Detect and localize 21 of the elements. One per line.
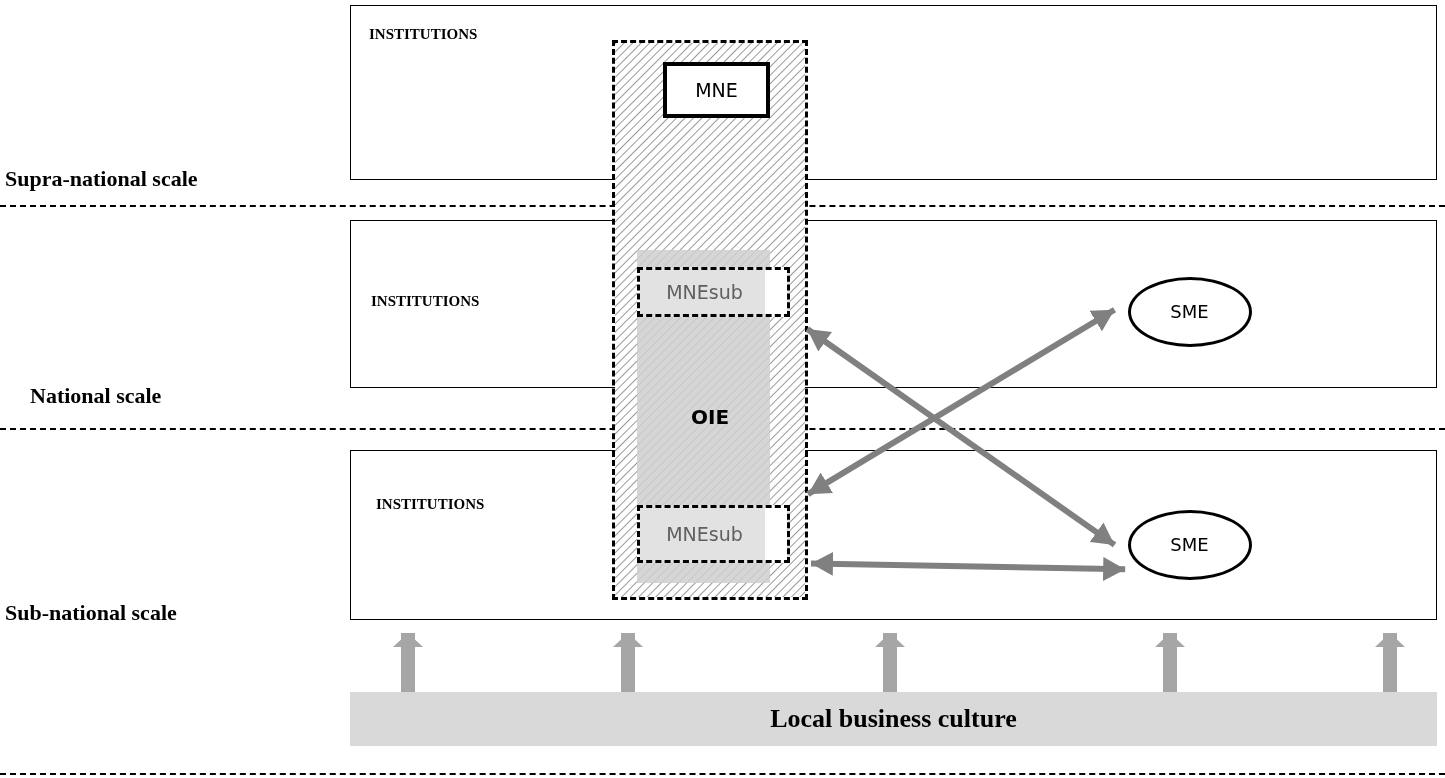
- band-label: INSTITUTIONS: [376, 496, 485, 513]
- scale-label: Sub-national scale: [5, 600, 177, 626]
- scale-label: National scale: [30, 383, 162, 409]
- arrow: [805, 326, 1117, 548]
- base-bar: Local business culture: [350, 692, 1437, 746]
- entity-ellipse: SME: [1127, 509, 1252, 580]
- entity-box: MNE: [663, 62, 770, 118]
- arrow: [1375, 633, 1405, 692]
- band-label: INSTITUTIONS: [371, 293, 480, 310]
- subsidiary-box: MNEsub: [637, 267, 790, 317]
- arrow: [806, 307, 1117, 497]
- arrow: [810, 551, 1126, 581]
- subsidiary-box: MNEsub: [637, 505, 790, 563]
- arrow: [1155, 633, 1185, 692]
- scale-label: Supra-national scale: [5, 166, 198, 192]
- arrow: [875, 633, 905, 692]
- arrow: [613, 633, 643, 692]
- entity-ellipse: SME: [1127, 276, 1252, 347]
- region-label: OIE: [689, 405, 731, 429]
- band-label: INSTITUTIONS: [369, 26, 478, 43]
- arrow: [393, 633, 423, 692]
